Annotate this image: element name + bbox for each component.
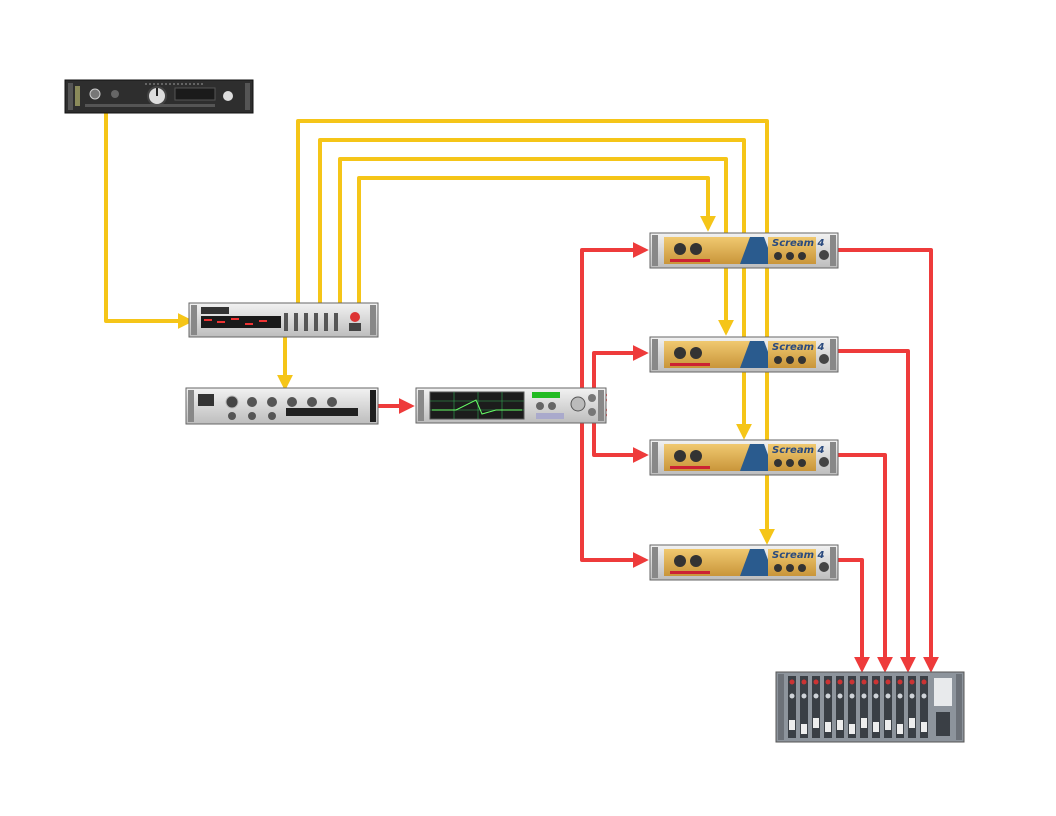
scream-device-2[interactable]: Scream 4 — [649, 336, 839, 373]
audio-cable-scream-2-to-mixer[interactable] — [836, 349, 916, 673]
scream-device-1[interactable]: Scream 4 — [649, 232, 839, 269]
cv-cable-lfo-to-sequencer[interactable] — [104, 111, 194, 329]
eq-device[interactable] — [415, 387, 607, 424]
filter-device[interactable] — [185, 387, 379, 425]
cv-cables — [104, 111, 775, 545]
audio-cable-eq-to-scream-4[interactable] — [580, 413, 649, 568]
audio-cable-scream-1-to-mixer[interactable] — [836, 248, 939, 673]
scream-brand-label: Scream 4 — [772, 445, 824, 456]
scream-device-3[interactable]: Scream 4 — [649, 439, 839, 476]
audio-cable-eq-to-scream-1[interactable] — [580, 242, 649, 397]
scream-device-4[interactable]: Scream 4 — [649, 544, 839, 581]
audio-cable-scream-4-to-mixer[interactable] — [836, 558, 870, 673]
cv-cable-scream-3[interactable] — [318, 138, 752, 440]
cv-cable-scream-4[interactable] — [296, 119, 775, 545]
audio-cable-scream-3-to-mixer[interactable] — [836, 453, 893, 673]
scream-brand-label: Scream 4 — [772, 342, 824, 353]
scream-brand-label: Scream 4 — [772, 550, 824, 561]
cv-cable-scream-1[interactable] — [357, 176, 716, 305]
sequencer-device[interactable] — [188, 302, 379, 338]
scream-brand-label: Scream 4 — [772, 238, 824, 249]
mixer-device[interactable] — [775, 671, 965, 743]
lfo-device[interactable] — [64, 79, 254, 114]
mixer-channel-strips — [788, 676, 928, 738]
